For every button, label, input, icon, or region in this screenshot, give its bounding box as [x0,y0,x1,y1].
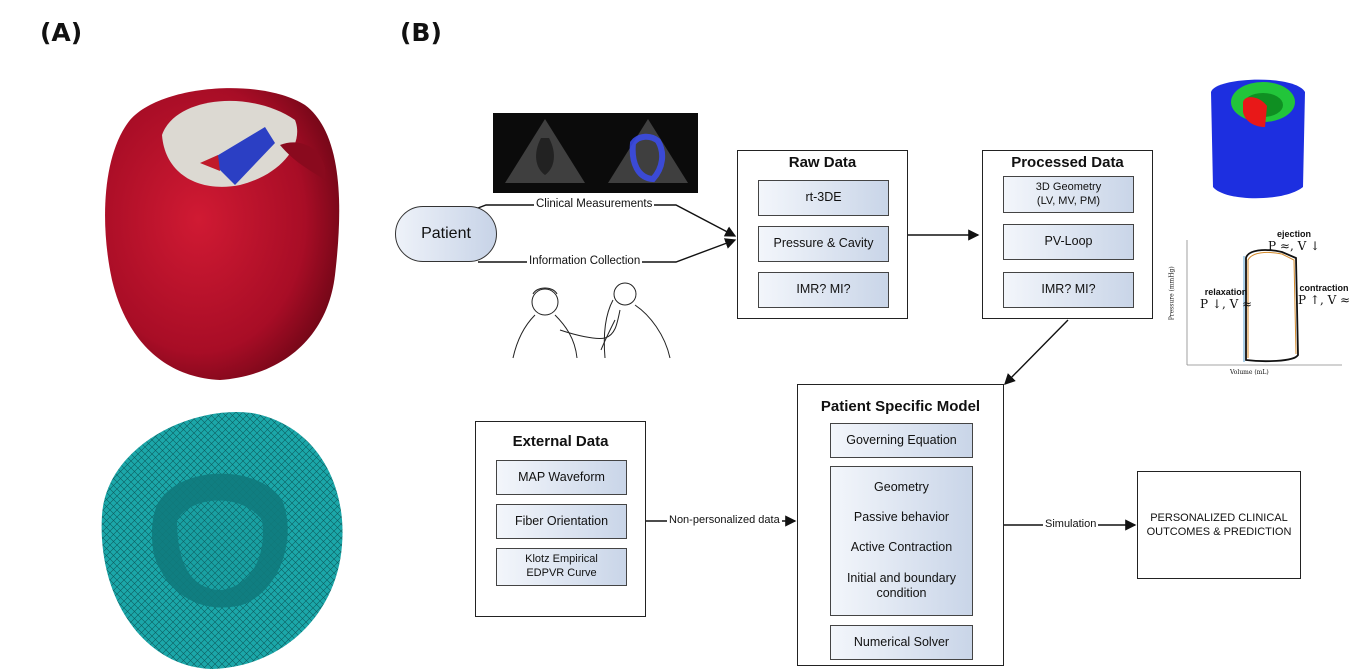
model-active: Active Contraction [850,540,953,555]
model-numerical-solver: Numerical Solver [830,625,973,660]
heart-3d-model-image [105,88,340,380]
external-item-fiber: Fiber Orientation [496,504,627,539]
pv-loop-chart [1186,240,1342,366]
model-boundary: Initial and boundary condition [846,570,957,601]
echo-images [493,113,698,193]
processed-item-geometry: 3D Geometry (LV, MV, PM) [1003,176,1134,213]
pv-relaxation-label: relaxation P ↓, V ≈ [1200,287,1253,311]
simulation-label: Simulation [1043,518,1099,530]
raw-data-box: Raw Data rt-3DE Pressure & Cavity IMR? M… [737,150,908,319]
doctor-patient-illustration [512,282,671,359]
patient-model-box: Patient Specific Model Governing Equatio… [797,384,1004,666]
clinical-measurements-label: Clinical Measurements [534,198,655,210]
outcome-box: PERSONALIZED CLINICAL OUTCOMES & PREDICT… [1137,471,1301,579]
processed-item-imr: IMR? MI? [1003,272,1134,308]
heart-mesh-model-image [101,411,343,669]
processed-data-title: Processed Data [1011,154,1124,171]
external-item-map: MAP Waveform [496,460,627,495]
external-item-klotz: Klotz Empirical EDPVR Curve [496,548,627,586]
patient-node: Patient [395,206,497,262]
raw-item-rt3de: rt-3DE [758,180,889,216]
raw-data-title: Raw Data [788,154,857,171]
raw-item-pressure: Pressure & Cavity [758,226,889,262]
lv-geometry-image [1211,79,1305,199]
information-collection-label: Information Collection [527,255,643,267]
pv-ejection-label: ejection P ≈, V ↓ [1268,229,1321,253]
patient-model-title: Patient Specific Model [820,398,981,415]
processed-item-pvloop: PV-Loop [1003,224,1134,260]
raw-item-imr: IMR? MI? [758,272,889,308]
panel-b-label: (B) [400,18,442,47]
model-passive: Passive behavior [853,510,950,525]
panel-a-label: (A) [40,18,83,47]
external-data-title: External Data [512,433,609,450]
pv-contraction-label: contraction P ↑, V ≈ [1298,283,1351,307]
pv-xlabel: Volume (mL) [1230,369,1269,376]
non-personalized-label: Non-personalized data [667,514,782,526]
external-data-box: External Data MAP Waveform Fiber Orienta… [475,421,646,617]
processed-data-box: Processed Data 3D Geometry (LV, MV, PM) … [982,150,1153,319]
model-geometry: Geometry [874,480,929,495]
model-governing-equation: Governing Equation [830,423,973,458]
model-components: Geometry Passive behavior Active Contrac… [830,466,973,616]
